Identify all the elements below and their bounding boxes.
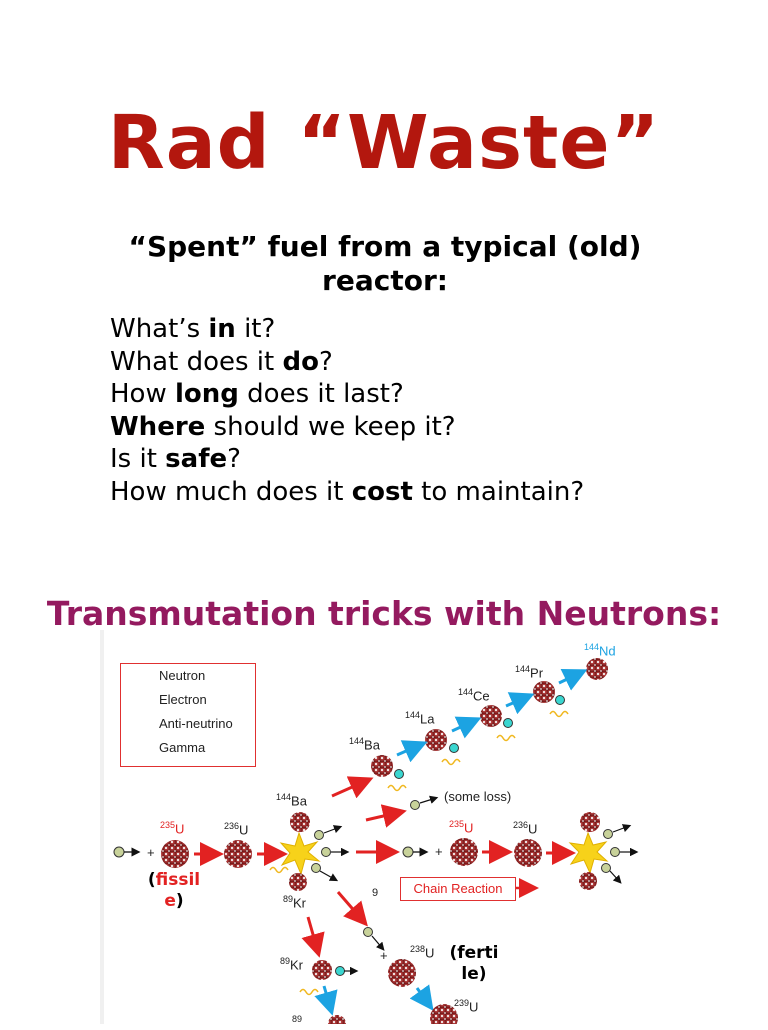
- fission-diagram: Neutron Electron Anti-neutrino Gamma 144…: [104, 630, 664, 1024]
- label-u235-right: 235U: [449, 819, 474, 836]
- label-plus: +: [380, 948, 388, 963]
- legend-label-neutron: Neutron: [159, 668, 206, 683]
- branch-arrow: [301, 916, 325, 958]
- label-u235-left: 235U: [160, 820, 185, 837]
- nucleus-ce144: [480, 705, 502, 727]
- chain-reaction-box: Chain Reaction: [400, 877, 516, 901]
- nucleus-ba144-top: [371, 755, 393, 777]
- slide-title: Rad “Waste”: [107, 100, 661, 186]
- label-u239: 239U: [454, 998, 479, 1015]
- branch-arrow: [336, 891, 368, 927]
- branch-arrow: [331, 776, 374, 799]
- label-u236-right: 236U: [513, 820, 538, 837]
- label-plus: +: [147, 845, 155, 860]
- question-item: How much does it cost to maintain?: [110, 476, 585, 507]
- label-nd144: 144Nd: [584, 642, 616, 659]
- fission-neutrons-icon: [601, 824, 639, 884]
- gamma-icon: [269, 866, 289, 874]
- lost-neutron-icon: [410, 795, 439, 810]
- branch-arrow: [365, 804, 407, 828]
- decay-arrow: [314, 985, 338, 1016]
- label-ba144-mid: 144Ba: [276, 792, 307, 809]
- gamma-icon: [387, 710, 569, 792]
- label-kr89-b: 89Kr: [280, 956, 304, 973]
- legend-label-gamma: Gamma: [159, 740, 206, 755]
- label-la144: 144La: [405, 710, 435, 727]
- label-nine: 9: [372, 887, 379, 899]
- nucleus-nd144: [586, 658, 608, 680]
- nucleus-la144: [425, 729, 447, 751]
- question-item: What’s in it?: [110, 314, 276, 344]
- legend-label-electron: Electron: [159, 692, 207, 707]
- nucleus-fragment: [579, 812, 600, 890]
- label-plus: +: [435, 844, 443, 859]
- nucleus-kr89: [312, 960, 332, 980]
- nucleus-u236-left: [224, 840, 252, 868]
- nucleus-ba144-mid: [290, 812, 310, 832]
- question-item: What does it do?: [110, 346, 333, 377]
- incoming-neutron-icon: [113, 846, 141, 858]
- nucleus-u239: [430, 1004, 458, 1024]
- decay-arrow: [396, 740, 428, 763]
- image-edge: [100, 630, 105, 1024]
- nucleus-u238: [388, 959, 416, 987]
- neutron-icon: [363, 927, 385, 951]
- nucleus-kr89-small: [289, 873, 307, 891]
- label-ba144-top: 144Ba: [349, 736, 380, 753]
- slide-subtitle: “Spent” fuel from a typical (old) reacto…: [128, 230, 642, 297]
- label-pr144: 144Pr: [515, 664, 544, 681]
- question-list: What’s in it? What does it do? How long …: [110, 313, 584, 508]
- nucleus-pr144: [533, 681, 555, 703]
- decay-arrow: [558, 668, 588, 691]
- nucleus-u235-left: [161, 840, 189, 868]
- electron-icon: [394, 695, 565, 779]
- section-heading: Transmutation tricks with Neutrons:: [46, 594, 722, 633]
- decay-arrow: [451, 716, 482, 739]
- decay-arrow: [409, 984, 434, 1011]
- decay-arrow: [505, 692, 535, 715]
- nucleus-rb89: [328, 1015, 346, 1024]
- fission-neutrons-icon: [311, 825, 350, 882]
- nucleus-u235-right: [450, 838, 478, 866]
- legend-label-antineutrino: Anti-neutrino: [159, 716, 233, 731]
- nucleus-u236-right: [514, 839, 542, 867]
- label-u236-left: 236U: [224, 821, 249, 838]
- neutron-icon: [402, 846, 429, 858]
- label-rb89: 89: [292, 1014, 303, 1024]
- diagram-graphics: [113, 658, 639, 1024]
- diagram-legend: Neutron Electron Anti-neutrino Gamma: [120, 663, 256, 767]
- label-ce144: 144Ce: [458, 687, 490, 704]
- question-item: How long does it last?: [110, 379, 404, 409]
- question-item: Where should we keep it?: [110, 411, 456, 442]
- label-some-loss: (some loss): [444, 789, 512, 804]
- electron-icon: [335, 966, 359, 976]
- gamma-icon: [299, 988, 319, 996]
- label-kr89-a: 89Kr: [283, 894, 307, 911]
- question-item: Is it safe?: [110, 444, 241, 474]
- label-u238: 238U: [410, 944, 435, 961]
